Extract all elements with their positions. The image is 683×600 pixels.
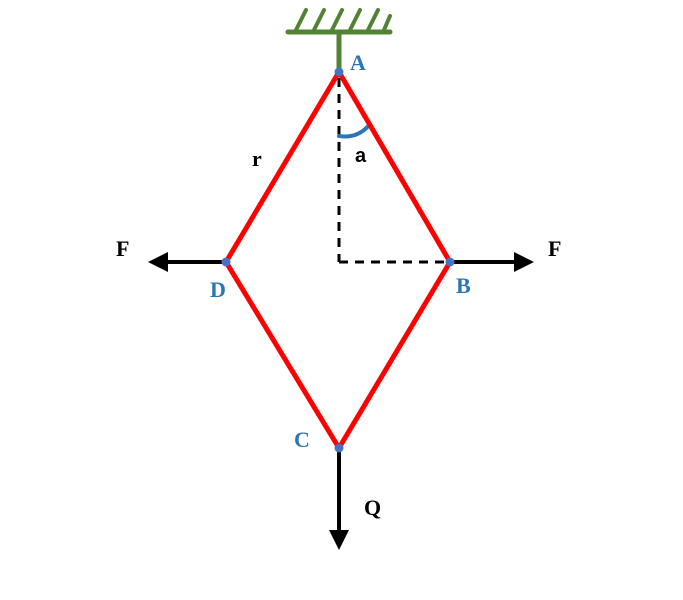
force-label-right: F (548, 236, 561, 261)
bar-ab (336, 69, 453, 265)
joint-c (334, 443, 344, 453)
force-arrows (148, 252, 534, 550)
joint-a (334, 67, 344, 77)
point-label-d: D (210, 277, 226, 302)
point-label-c: C (294, 427, 310, 452)
force-label-left: F (116, 236, 129, 261)
joints (221, 67, 455, 453)
construction-lines (337, 78, 448, 264)
point-label-b: B (456, 273, 471, 298)
point-labels: A B C D (210, 50, 471, 452)
bar-cd (223, 259, 342, 451)
support-hatching (294, 8, 392, 32)
point-label-a: A (350, 50, 366, 75)
angle-arc (337, 122, 372, 139)
load-label: Q (364, 495, 381, 520)
bar-bc (336, 259, 453, 451)
fixed-support (285, 8, 393, 70)
bar-length-label: r (252, 146, 262, 171)
joint-d (221, 257, 231, 267)
rhombus-bars (223, 69, 453, 451)
joint-b (445, 257, 455, 267)
bar-da (223, 69, 342, 265)
angle-label: a (355, 145, 367, 167)
